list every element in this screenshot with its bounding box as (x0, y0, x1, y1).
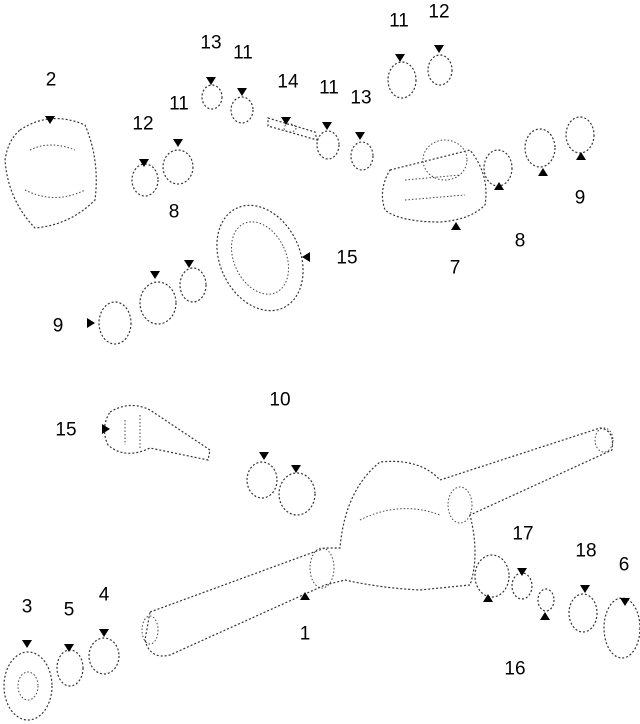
part-seal-6 (603, 597, 640, 659)
part-differential-cover (4, 117, 97, 229)
callout-9: 9 (574, 187, 586, 209)
callout-7: 7 (449, 257, 461, 279)
callout-12: 12 (132, 113, 154, 135)
part-seal-4 (88, 637, 120, 675)
callout-4: 4 (98, 584, 110, 606)
part-race-17 (511, 572, 533, 600)
callout-8: 8 (514, 230, 526, 252)
part-bearing-8-right (483, 149, 513, 187)
part-pinion-bearing-left (246, 461, 278, 499)
part-ring-gear (216, 204, 304, 312)
callout-14: 14 (277, 71, 299, 93)
callout-15: 15 (336, 247, 358, 269)
part-differential-case (381, 139, 487, 223)
callout-3: 3 (21, 596, 33, 618)
callout-8: 8 (168, 201, 180, 223)
part-race-9-farright (565, 116, 595, 154)
part-shaft-14 (267, 117, 318, 141)
callout-12: 12 (428, 1, 450, 23)
callout-5: 5 (63, 599, 75, 621)
part-brake-drum-3 (3, 651, 53, 721)
part-race-9-left (98, 301, 132, 345)
callout-2: 2 (45, 69, 57, 91)
part-pinion-bearing-right (278, 472, 316, 516)
callout-11: 11 (169, 93, 189, 115)
part-bearing-18 (568, 593, 598, 633)
callout-1: 1 (299, 623, 311, 645)
part-race-13-top (201, 84, 223, 110)
part-axle-housing (141, 427, 614, 657)
part-bearing-11-left (162, 149, 194, 185)
part-spacer (537, 588, 555, 612)
part-pinion-gear (103, 404, 211, 461)
callout-13: 13 (200, 32, 222, 54)
part-bearing-5 (56, 649, 84, 687)
callout-16: 16 (504, 658, 526, 680)
callout-17: 17 (512, 523, 534, 545)
part-bearing-8-left (179, 267, 207, 303)
part-bearing-11-top (230, 96, 254, 124)
part-bearing-8-left-2 (139, 281, 177, 325)
callout-6: 6 (618, 554, 630, 576)
callout-15: 15 (55, 419, 77, 441)
part-race-12-topright (427, 54, 453, 86)
callout-18: 18 (575, 540, 597, 562)
part-bearing-11-mid (316, 130, 340, 160)
part-bearing-16 (474, 554, 510, 598)
part-race-9-right (524, 128, 556, 168)
part-bearing-12-left (131, 163, 159, 197)
callout-11: 11 (389, 10, 409, 32)
leader-arrows (22, 45, 630, 652)
callout-11: 11 (319, 77, 339, 99)
callout-11: 11 (233, 42, 253, 64)
part-bearing-11-topright (387, 61, 417, 99)
part-race-13-mid (350, 141, 374, 171)
callout-10: 10 (269, 389, 291, 411)
callout-9: 9 (52, 315, 64, 337)
callout-13: 13 (350, 87, 372, 109)
